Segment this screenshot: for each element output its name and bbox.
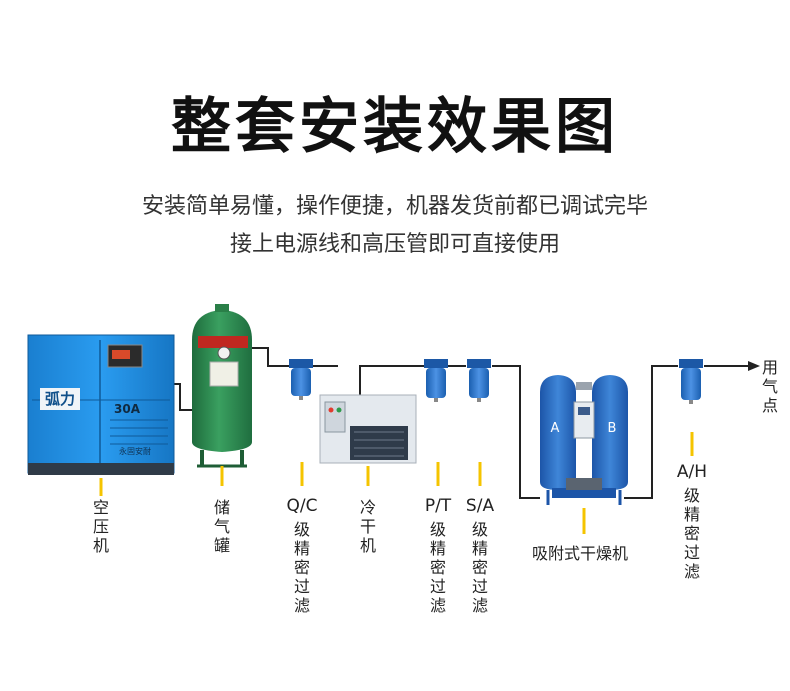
filter-qc-label: 级精密过滤 [293,520,310,615]
compressor-model: 30A [114,402,141,416]
filter-sa [467,359,491,402]
outlet-arrow-icon [748,361,760,371]
pipeline [172,347,750,499]
filter-pt-code: P/T [424,496,452,516]
compressor-small-text: 永固安耐 [119,446,151,456]
subtitle-line-1: 安装简单易懂，操作便捷，机器发货前都已调试完毕 [141,194,648,219]
tower-a-label: A [551,421,560,436]
filter-qc [289,359,313,400]
filter-qc-code: Q/C [286,496,318,516]
tank-label: 储气罐 [213,498,230,555]
compressor-label: 空压机 [92,498,109,555]
page-title: 整套安装效果图 [171,92,619,162]
filter-sa-label: 级精密过滤 [471,520,488,615]
filter-ah-label: 级精密过滤 [683,486,700,581]
outlet-label: 用气点 [761,358,778,415]
filter-ah-code: A/H [676,462,708,482]
filter-pt-label: 级精密过滤 [429,520,446,615]
air-tank [192,304,252,468]
pointer-markers [99,432,694,534]
tower-b-label: B [608,421,617,436]
filter-sa-code: S/A [465,496,495,516]
filter-pt [424,359,448,402]
cold-dryer [319,394,417,464]
air-compressor [27,334,175,475]
compressor-brand: 弧力 [45,390,75,408]
adsorption-dryer-label: 吸附式干燥机 [532,544,629,563]
filter-ah [679,359,703,404]
subtitle-line-2: 接上电源线和高压管即可直接使用 [229,232,560,257]
adsorption-dryer [540,375,628,505]
cold-dryer-label: 冷干机 [359,498,376,555]
